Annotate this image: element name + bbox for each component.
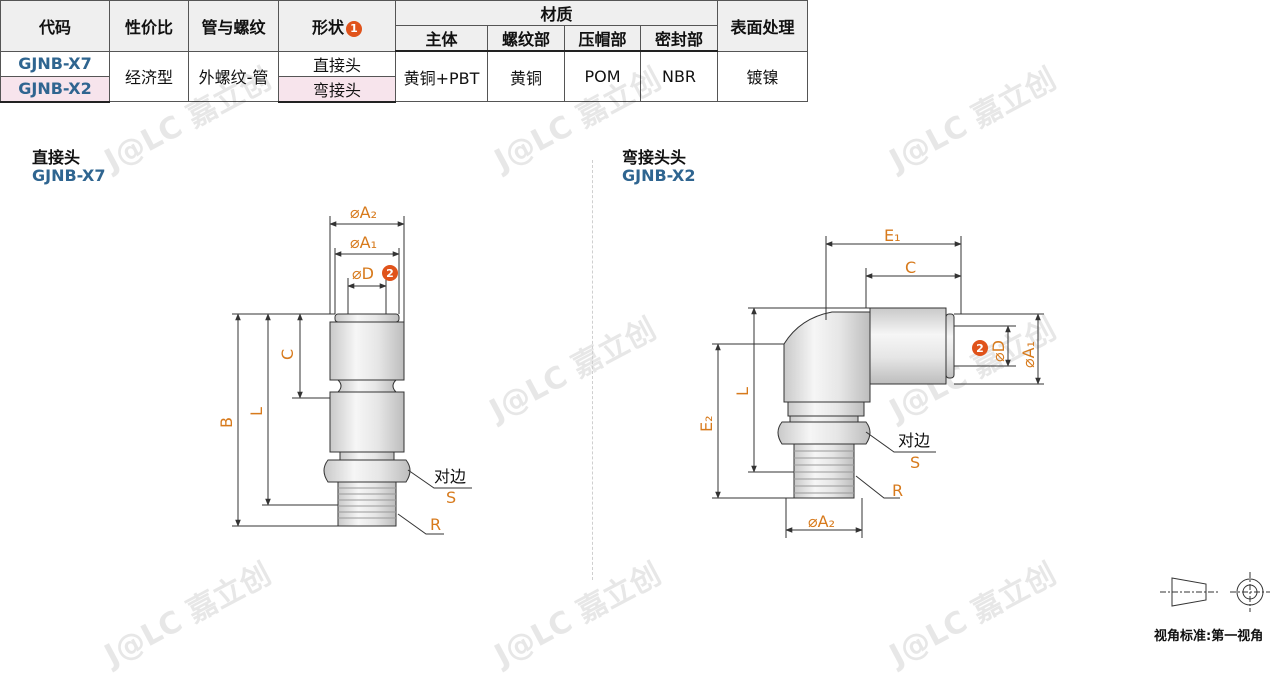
technical-drawings: ⌀A₂ ⌀A₁ ⌀D 2 C L B 对边 S R bbox=[217, 203, 1270, 612]
shape-cell: 直接头 bbox=[278, 50, 396, 77]
waist bbox=[336, 379, 398, 393]
note-badge-2-number: 2 bbox=[386, 267, 394, 280]
elbow-fitting bbox=[777, 307, 955, 499]
hex-nut bbox=[323, 459, 411, 483]
elbow-ring bbox=[789, 415, 859, 423]
thread-lines bbox=[338, 487, 396, 519]
neck bbox=[339, 451, 395, 461]
header-thread: 管与螺纹 bbox=[188, 0, 279, 52]
view-standard-caption: 视角标准:第一视角 bbox=[1154, 629, 1264, 644]
header-code: 代码 bbox=[0, 0, 110, 52]
elbow-code: GJNB-X2 bbox=[622, 166, 696, 185]
note-badge-2-number: 2 bbox=[976, 342, 984, 355]
section-divider bbox=[592, 160, 593, 580]
header-surface: 表面处理 bbox=[717, 0, 808, 52]
thread bbox=[793, 443, 855, 499]
dim-label-a1: ⌀A₁ bbox=[350, 233, 377, 252]
hex-nut bbox=[777, 421, 871, 445]
note-badge-2 bbox=[972, 340, 988, 356]
first-angle-projection-icon bbox=[1160, 572, 1270, 612]
shape-cell: 弯接头 bbox=[278, 75, 396, 103]
elbow-bend bbox=[783, 311, 871, 403]
thread bbox=[337, 481, 397, 527]
table-row: GJNB-X2 弯接头 bbox=[0, 75, 808, 103]
hex-label: 对边 bbox=[434, 467, 466, 486]
hex-label: 对边 bbox=[898, 431, 930, 450]
dim-label-a1: ⌀A₁ bbox=[1019, 341, 1038, 368]
push-ring bbox=[945, 313, 955, 379]
note-badge-2 bbox=[382, 265, 398, 281]
dim-label-d: ⌀D bbox=[989, 340, 1008, 362]
straight-title: 直接头 bbox=[32, 148, 81, 167]
body bbox=[329, 391, 405, 453]
dim-label-s: S bbox=[910, 453, 920, 472]
straight-code: GJNB-X7 bbox=[32, 166, 106, 185]
elbow-dimensions bbox=[712, 236, 1044, 538]
dim-label-c: C bbox=[278, 349, 297, 360]
table-row: GJNB-X7 经济型 外螺纹-管 直接头 黄铜+PBT 黄铜 POM NBR … bbox=[0, 50, 808, 102]
side-collar bbox=[869, 307, 947, 385]
surface-cell: 镀镍 bbox=[717, 50, 808, 102]
thread-cell: 外螺纹-管 bbox=[188, 50, 279, 102]
body-material-cell: 黄铜+PBT bbox=[395, 50, 488, 102]
dim-label-r: R bbox=[430, 515, 441, 534]
dim-label-r: R bbox=[892, 481, 903, 500]
dim-label-a2: ⌀A₂ bbox=[350, 203, 377, 222]
cap-material-cell: POM bbox=[564, 50, 641, 102]
elbow-neck bbox=[787, 401, 865, 417]
dim-label-e2: E₂ bbox=[697, 415, 716, 432]
note-badge-1: 1 bbox=[346, 20, 362, 37]
push-ring bbox=[334, 313, 400, 323]
elbow-title: 弯接头头 bbox=[622, 148, 687, 167]
release-collar bbox=[329, 321, 405, 381]
dim-label-c: C bbox=[905, 258, 916, 277]
header-material-cap: 压帽部 bbox=[564, 25, 641, 52]
header-material: 材质 bbox=[395, 0, 718, 26]
header-material-seal: 密封部 bbox=[640, 25, 718, 52]
thread-lines bbox=[794, 450, 854, 494]
dim-label-d: ⌀D bbox=[352, 264, 374, 283]
code-cell: GJNB-X7 bbox=[0, 50, 110, 77]
header-material-body: 主体 bbox=[395, 25, 488, 52]
dim-label-l: L bbox=[247, 407, 266, 416]
straight-dimensions bbox=[232, 216, 472, 535]
code-cell: GJNB-X2 bbox=[0, 75, 110, 103]
header-shape-label: 形状 bbox=[311, 17, 344, 37]
dim-label-b: B bbox=[217, 417, 236, 428]
performance-cell: 经济型 bbox=[109, 50, 189, 102]
dim-label-e1: E₁ bbox=[884, 226, 901, 245]
dim-label-a2: ⌀A₂ bbox=[808, 512, 835, 531]
header-material-thread: 螺纹部 bbox=[487, 25, 565, 52]
seal-material-cell: NBR bbox=[640, 50, 718, 102]
dim-label-s: S bbox=[446, 488, 456, 507]
dim-label-l: L bbox=[733, 387, 752, 396]
straight-fitting bbox=[323, 313, 411, 527]
